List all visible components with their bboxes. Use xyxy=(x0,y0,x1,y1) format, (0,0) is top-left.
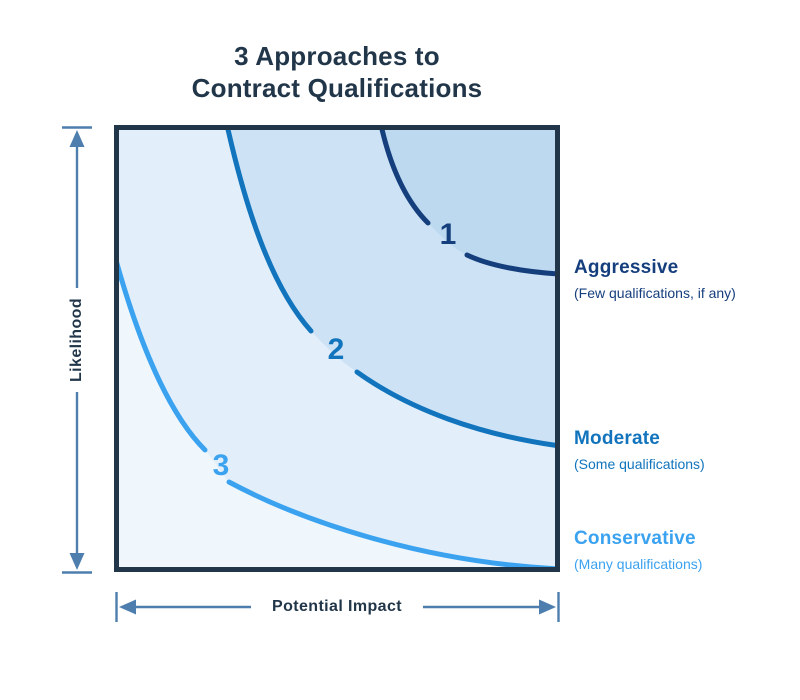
arrow-down-icon xyxy=(69,553,85,570)
legend-conservative-description: (Many qualifications) xyxy=(574,556,703,572)
legend-aggressive-label: Aggressive xyxy=(574,257,679,278)
arrow-up-icon xyxy=(69,130,85,147)
x-axis-label: Potential Impact xyxy=(272,598,402,615)
x-axis-range-arrow xyxy=(115,592,560,622)
region-aggressive-fill xyxy=(381,129,557,274)
arc-aggressive-upper xyxy=(379,129,431,226)
legend-moderate-description: (Some qualifications) xyxy=(574,456,705,472)
plot-border xyxy=(114,125,560,572)
legend-aggressive-description: (Few qualifications, if any) xyxy=(574,285,736,301)
legend-conservative: Conservative (Many qualifications) xyxy=(574,527,702,574)
diagram-title: 3 Approaches to Contract Qualifications xyxy=(37,40,637,104)
legend-moderate: Moderate (Some qualifications) xyxy=(574,427,705,474)
y-axis-range-arrow xyxy=(62,126,92,574)
legend-moderate-label: Moderate xyxy=(574,428,661,449)
legend-conservative-label: Conservative xyxy=(574,528,696,549)
title-line-1: 3 Approaches to xyxy=(234,41,440,71)
risk-matrix-plot xyxy=(118,129,557,569)
legend-aggressive: Aggressive (Few qualifications, if any) xyxy=(574,256,736,303)
y-axis-label: Likelihood xyxy=(68,298,85,382)
arrow-left-icon xyxy=(119,599,136,615)
arc-conservative-upper xyxy=(118,258,208,453)
approach-1-number: 1 xyxy=(439,218,457,251)
arc-moderate-upper xyxy=(225,129,314,334)
arc-moderate-lower xyxy=(354,369,557,449)
approach-3-number: 3 xyxy=(212,449,230,482)
approach-2-number: 2 xyxy=(327,333,345,366)
arc-conservative-lower xyxy=(226,479,557,569)
arc-aggressive-lower xyxy=(464,252,557,277)
title-line-2: Contract Qualifications xyxy=(191,73,483,103)
arrow-right-icon xyxy=(539,599,556,615)
